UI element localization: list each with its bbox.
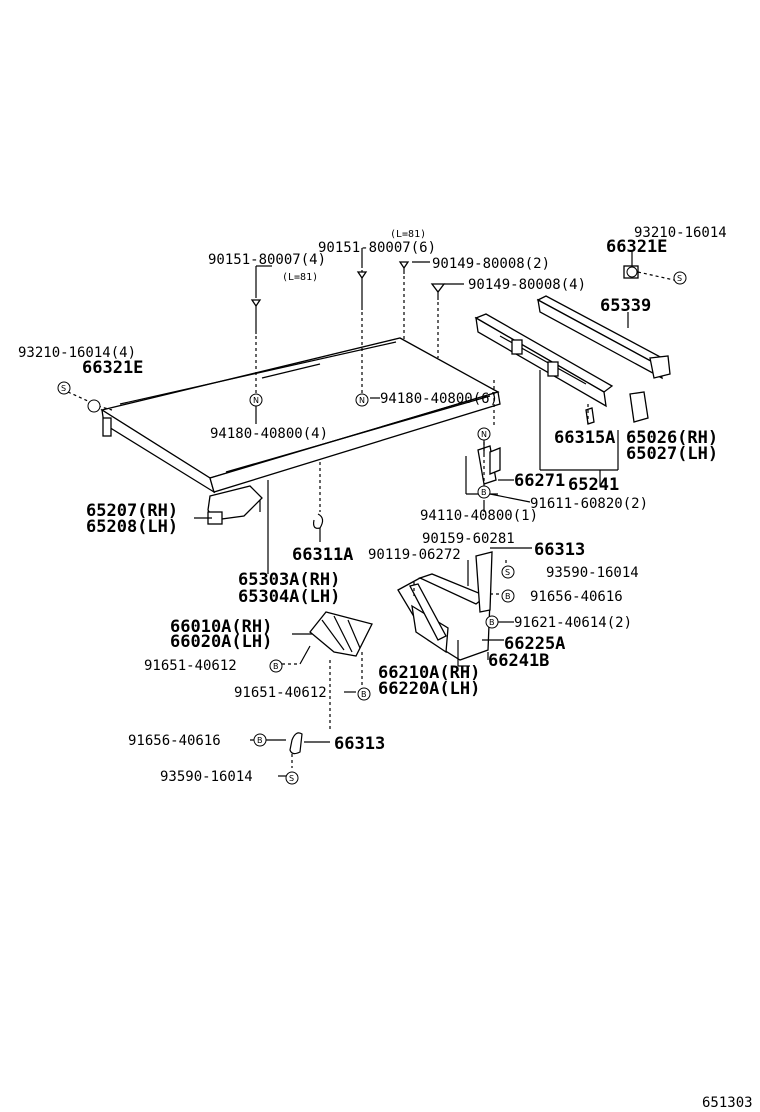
svg-text:B: B [257,736,263,745]
washer-66321e-right [626,266,638,278]
svg-text:B: B [273,662,279,671]
label-66010a: 66010A(RH) [170,617,272,637]
label-93590-a: 93590-16014 [546,565,639,581]
svg-text:B: B [505,592,511,601]
label-l81-a: (L=81) [390,229,426,240]
label-66313-a: 66313 [534,540,585,560]
washer-s-left: S [57,381,71,395]
bolts-drawing [250,261,446,334]
washer-66321e-left [87,399,101,413]
label-94110: 94110-40800(1) [420,508,538,524]
label-66020a: 66020A(LH) [170,632,272,652]
svg-text:S: S [289,774,294,783]
label-90151-4: 90151-80007(4) [208,252,326,268]
svg-text:B: B [489,618,495,627]
label-94180-6: 94180-40800(6) [380,391,498,407]
label-66313-b: 66313 [334,734,385,754]
label-93210-left: 93210-16014(4) [18,345,136,361]
bolt-b-91651b: B [357,687,371,701]
bolt-b-91611: B [477,485,491,499]
label-65208: 65208(LH) [86,517,178,537]
label-66220a: 66220A(LH) [378,679,480,699]
label-66315a: 66315A [554,428,615,448]
left-mudguard-drawing [309,611,373,657]
label-91656-a: 91656-40616 [530,589,623,605]
bolt-b-91656b: B [253,733,267,747]
label-90151-6: 90151-80007(6) [318,240,436,256]
symbol-markers: S S N N N B S B B B B B S [57,266,687,785]
svg-text:B: B [361,690,367,699]
label-90159: 90159-60281 [422,531,515,547]
nut-n-right: N [477,427,491,441]
label-94180-4: 94180-40800(4) [210,426,328,442]
label-91656-b: 91656-40616 [128,733,221,749]
right-rail-drawing [474,313,649,423]
nut-n-left: N [249,393,263,407]
washer-s-93590a: S [501,565,515,579]
washer-s-93590b: S [285,771,299,785]
label-65304a: 65304A(LH) [238,587,340,607]
svg-text:B: B [481,488,487,497]
label-90119: 90119-06272 [368,547,461,563]
label-66210a: 66210A(RH) [378,663,480,683]
label-66321e-left: 66321E [82,358,143,378]
leader-lines [67,248,675,777]
mudguard-drawing [397,551,493,661]
label-l81-b: (L=81) [282,272,318,283]
part-labels: 93210-16014 66321E (L=81) 90151-80007(6)… [18,225,753,1111]
label-91611: 91611-60820(2) [530,496,648,512]
label-66225a: 66225A [504,634,565,654]
label-66321e-right: 66321E [606,237,667,257]
bolt-b-91651a: B [269,659,283,673]
label-65026: 65026(RH) [626,428,718,448]
label-65027: 65027(LH) [626,444,718,464]
side-bracket-drawing [477,407,595,485]
label-91651-a: 91651-40612 [144,658,237,674]
label-65303a: 65303A(RH) [238,570,340,590]
svg-text:N: N [253,396,259,405]
label-93210-right: 93210-16014 [634,225,727,241]
svg-text:N: N [359,396,365,405]
svg-text:S: S [505,568,510,577]
diagram-id: 651303 [702,1095,753,1111]
label-91651-b: 91651-40612 [234,685,327,701]
svg-text:N: N [481,430,487,439]
label-66311a: 66311A [292,545,353,565]
label-93590-b: 93590-16014 [160,769,253,785]
label-65339: 65339 [600,296,651,316]
label-65207: 65207(RH) [86,501,178,521]
label-66241b: 66241B [488,651,549,671]
bolt-b-91621: B [485,615,499,629]
nut-n-mid: N [355,393,369,407]
label-91621: 91621-40614(2) [514,615,632,631]
washer-s-right: S [673,271,687,285]
svg-text:S: S [677,274,682,283]
label-66271: 66271 [514,471,565,491]
svg-text:S: S [61,384,66,393]
main-frame-drawing [100,337,501,525]
label-90149-2: 90149-80008(2) [432,256,550,272]
label-65241: 65241 [568,475,619,495]
label-90149-4: 90149-80008(4) [468,277,586,293]
bolt-b-91656a: B [501,589,515,603]
